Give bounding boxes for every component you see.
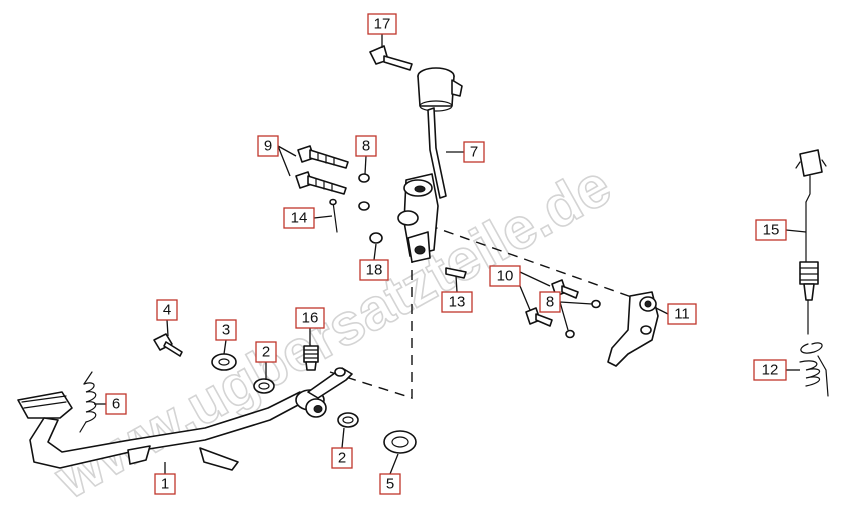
callout-7-label: 7 — [470, 144, 478, 161]
callout-8-upper: 8 — [355, 135, 377, 157]
callout-14-label: 14 — [291, 210, 308, 227]
callout-14: 14 — [283, 207, 315, 229]
washer-2-upper — [253, 378, 275, 394]
washer-3 — [211, 353, 237, 371]
pin-14 — [329, 198, 338, 233]
callout-12-label: 12 — [762, 362, 779, 379]
brake-reservoir-7 — [417, 67, 463, 199]
washer-5 — [383, 430, 417, 454]
callout-8-lower-label: 8 — [546, 294, 554, 311]
callout-6-label: 6 — [112, 396, 120, 413]
callout-17-label: 17 — [374, 16, 391, 33]
brake-light-switch-15 — [795, 149, 827, 335]
callout-10: 10 — [489, 265, 521, 287]
callout-13: 13 — [441, 291, 473, 313]
spring-12 — [799, 342, 829, 397]
callout-2-upper-label: 2 — [262, 344, 270, 361]
callout-7: 7 — [463, 141, 485, 163]
callout-16-label: 16 — [302, 310, 319, 327]
callout-2-upper: 2 — [255, 341, 277, 363]
callout-15: 15 — [755, 219, 787, 241]
callout-5-label: 5 — [386, 476, 394, 493]
callout-18-label: 18 — [366, 262, 383, 279]
master-cylinder — [397, 173, 439, 263]
washer-18 — [369, 232, 383, 244]
washer-8-lower — [565, 299, 601, 339]
brake-pedal — [17, 367, 353, 471]
mounting-bracket-11 — [607, 291, 659, 367]
callout-9-label: 9 — [264, 138, 272, 155]
assembly-lines — [329, 224, 641, 399]
callout-8-lower: 8 — [539, 291, 561, 313]
callout-4-label: 4 — [163, 302, 171, 319]
callout-11: 11 — [667, 303, 697, 325]
bolt-9-upper — [297, 145, 349, 169]
washer-8-upper — [358, 173, 370, 211]
bolt-4 — [153, 333, 183, 357]
callout-15-label: 15 — [763, 222, 780, 239]
bolt-10-lower — [525, 307, 553, 327]
cotter-pin-13 — [445, 267, 467, 279]
bolt-9-lower — [295, 171, 347, 195]
washer-2-lower — [337, 412, 359, 428]
callout-6: 6 — [105, 393, 127, 415]
callout-5: 5 — [379, 473, 401, 495]
return-spring-6 — [79, 371, 97, 433]
callout-16: 16 — [295, 307, 325, 329]
callout-4: 4 — [156, 299, 178, 321]
callout-2-lower: 2 — [331, 447, 353, 469]
callout-2-lower-label: 2 — [338, 450, 346, 467]
grease-nipple-16 — [303, 345, 319, 371]
callout-11-label: 11 — [674, 306, 690, 323]
callout-17: 17 — [367, 13, 397, 35]
callout-13-label: 13 — [449, 294, 466, 311]
bolt-17 — [369, 45, 413, 71]
leader-lines — [94, 34, 807, 475]
callout-10-label: 10 — [497, 268, 514, 285]
callout-3: 3 — [215, 319, 237, 341]
callout-18: 18 — [359, 259, 389, 281]
callout-1: 1 — [154, 473, 176, 495]
callout-9: 9 — [257, 135, 279, 157]
callout-1-label: 1 — [161, 476, 169, 493]
callout-12: 12 — [753, 359, 787, 381]
callout-3-label: 3 — [222, 322, 230, 339]
callout-8-upper-label: 8 — [362, 138, 370, 155]
